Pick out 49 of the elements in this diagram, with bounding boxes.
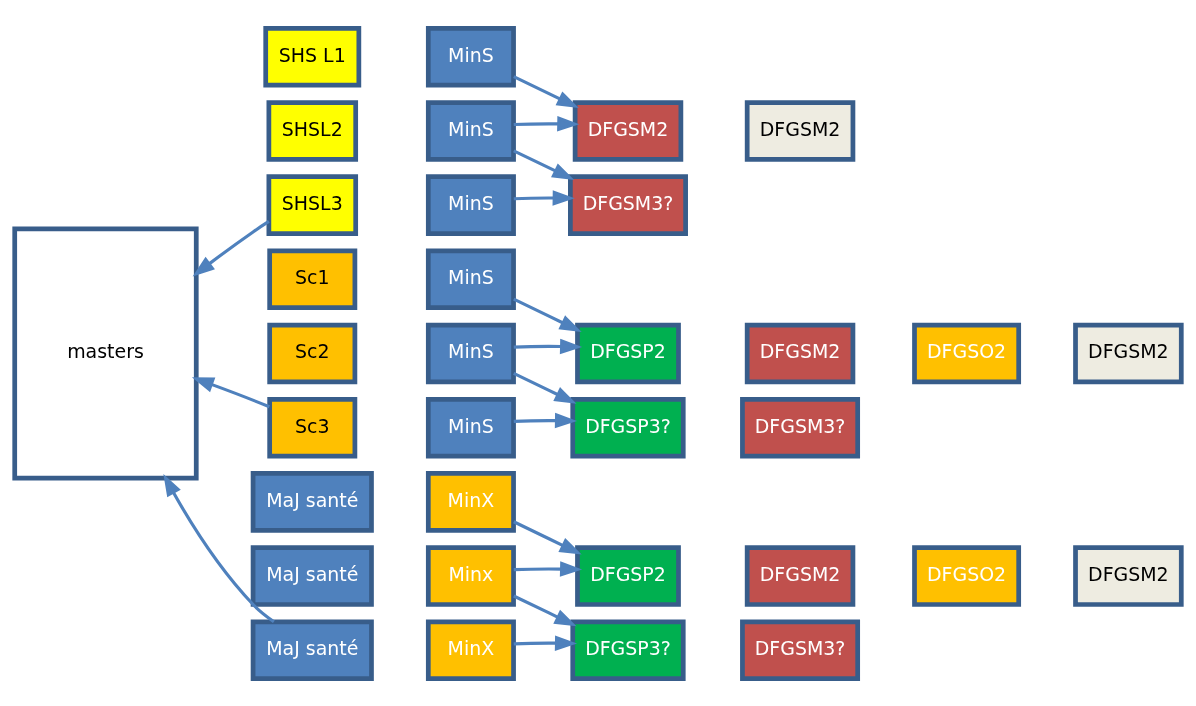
arrow — [513, 74, 579, 108]
node-box: MinS — [425, 396, 516, 458]
node-box: Sc2 — [267, 322, 358, 384]
node-box: MaJ santé — [250, 619, 374, 681]
node-box: Sc3 — [267, 396, 358, 458]
node-box: MinS — [425, 99, 516, 162]
node-box: MaJ santé — [250, 470, 374, 533]
node-box: DFGSP2 — [575, 322, 681, 384]
node-box: MinX — [425, 619, 516, 681]
node-box: DFGSM2 — [744, 544, 856, 607]
node-box: DFGSM2 — [744, 99, 856, 162]
node-box: MinS — [425, 25, 516, 87]
arrow — [163, 473, 275, 623]
node-box: Sc1 — [267, 248, 358, 310]
node-box: DFGSP2 — [575, 544, 681, 607]
node-box: DFGSM3? — [740, 396, 861, 458]
node-box: SHS L1 — [263, 25, 362, 87]
arrow — [513, 412, 578, 428]
node-box: DFGSM2 — [1073, 544, 1184, 607]
arrow — [513, 371, 577, 404]
arrow — [192, 219, 270, 276]
arrow — [513, 115, 580, 132]
node-box: Minx — [425, 544, 516, 607]
arrow — [513, 594, 577, 626]
arrow — [513, 148, 575, 180]
arrow — [513, 560, 583, 577]
node-box: DFGSM2 — [572, 99, 684, 162]
node-box: MaJ santé — [250, 544, 374, 607]
arrow — [513, 189, 575, 206]
node-box: MinS — [425, 248, 516, 310]
node-box: MinS — [425, 173, 516, 236]
node-box: MinS — [425, 322, 516, 384]
node-box: SHSL3 — [266, 173, 359, 236]
node-box: DFGSO2 — [912, 544, 1022, 607]
arrow — [513, 634, 578, 651]
node-box: MinX — [425, 470, 516, 533]
node-box: DFGSP3? — [570, 619, 686, 681]
arrow — [513, 338, 583, 354]
node-box: DFGSM3? — [740, 619, 861, 681]
node-box: DFGSP3? — [570, 396, 686, 458]
node-box: DFGSM2 — [1073, 322, 1184, 384]
arrow — [513, 519, 582, 555]
node-box: masters — [12, 225, 199, 481]
node-box: DFGSM3? — [568, 173, 688, 236]
node-box: DFGSO2 — [912, 322, 1022, 384]
arrow — [513, 297, 582, 332]
node-box: DFGSM2 — [744, 322, 856, 384]
node-box: SHSL2 — [266, 99, 359, 162]
arrow — [191, 376, 270, 408]
